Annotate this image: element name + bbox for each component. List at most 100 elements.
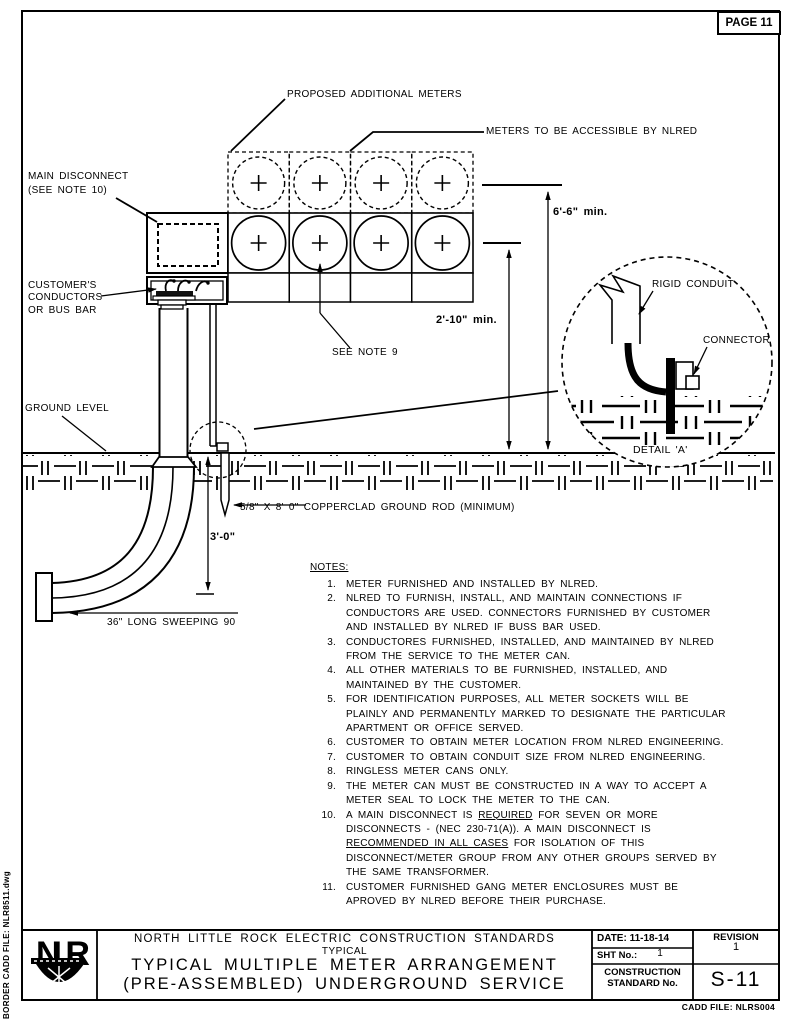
note-line: CONDUCTORES FURNISHED, INSTALLED, AND MA… bbox=[346, 636, 714, 648]
note-item: 9. THE METER CAN MUST BE CONSTRUCTED IN A… bbox=[310, 780, 775, 809]
note-line: NLRED TO FURNISH, INSTALL, AND MAINTAIN … bbox=[346, 593, 683, 605]
note-item: 3. CONDUCTORES FURNISHED, INSTALLED, AND … bbox=[310, 636, 775, 665]
meter-cross bbox=[373, 235, 390, 251]
customer-conductors-label-2: CONDUCTORS bbox=[28, 292, 103, 303]
meter-cross bbox=[311, 235, 328, 251]
detail-reference-circle bbox=[189, 421, 247, 479]
detail-a-label: DETAIL 'A' bbox=[633, 444, 688, 456]
conduit-bell bbox=[150, 456, 198, 468]
proposed-meter bbox=[231, 156, 286, 210]
titleblock-typical: TYPICAL bbox=[321, 946, 368, 957]
note-number: 11. bbox=[322, 881, 336, 893]
see-note-9-label: SEE NOTE 9 bbox=[332, 347, 398, 358]
titleblock-date: DATE: 11-18-14 bbox=[597, 933, 670, 944]
page-number-tag: PAGE 11 bbox=[717, 11, 781, 35]
main-disconnect-label: MAIN DISCONNECT bbox=[28, 171, 129, 182]
note-line: THE METER CAN MUST BE CONSTRUCTED IN A W… bbox=[346, 780, 707, 792]
note-line: CUSTOMER FURNISHED GANG METER ENCLOSURES… bbox=[346, 881, 679, 893]
meter-base-cell bbox=[349, 272, 413, 303]
notes-heading: NOTES: bbox=[310, 562, 349, 573]
leader-ground-level bbox=[61, 415, 107, 452]
customer-conductors-label: CUSTOMER'S bbox=[28, 280, 97, 291]
meter-cross bbox=[434, 175, 451, 191]
meter-cross bbox=[250, 175, 267, 191]
note-line: CONDUCTORS ARE USED. CONNECTORS FURNISHE… bbox=[346, 607, 711, 619]
note-item: 1. METER FURNISHED AND INSTALLED BY NLRED… bbox=[310, 578, 775, 592]
note-item: 7.CUSTOMER TO OBTAIN CONDUIT SIZE FROM N… bbox=[310, 751, 775, 765]
nlred-logo: NLR bbox=[31, 935, 97, 995]
notes-list: 1. METER FURNISHED AND INSTALLED BY NLRED… bbox=[310, 578, 775, 909]
leader-note9 bbox=[319, 312, 351, 349]
note-item: 10. A MAIN DISCONNECT IS REQUIRED FOR SEV… bbox=[310, 809, 775, 881]
note-line: PLAINLY AND PERMANENTLY MARKED TO DESIGN… bbox=[346, 708, 726, 720]
service-conduit bbox=[35, 308, 198, 622]
note-line: A MAIN DISCONNECT IS REQUIRED FOR SEVEN … bbox=[346, 809, 658, 821]
customer-conductors-label-3: OR BUS BAR bbox=[28, 305, 97, 316]
titleblock-standard-label-2: STANDARD No. bbox=[607, 978, 678, 989]
note-item: 8.RINGLESS METER CANS ONLY. bbox=[310, 765, 775, 779]
sweep-label: 36" LONG SWEEPING 90 bbox=[107, 617, 236, 628]
note-line: MAINTAINED BY THE CUSTOMER. bbox=[346, 679, 522, 691]
note-number: 10. bbox=[321, 809, 336, 821]
detail-rigid-conduit bbox=[597, 274, 641, 344]
titleblock-revision-label: REVISION bbox=[713, 932, 759, 943]
note-item: 2. NLRED TO FURNISH, INSTALL, AND MAINTAI… bbox=[310, 592, 775, 635]
detail-ground-wire bbox=[624, 342, 667, 396]
dimension-lines bbox=[196, 184, 562, 595]
ground-rod bbox=[220, 452, 230, 518]
sheet-border bbox=[21, 10, 780, 1001]
border-cadd-file-note: BORDER CADD FILE: NLR8511.dwg bbox=[2, 870, 11, 1019]
leader-proposed bbox=[230, 98, 286, 152]
note-line: METER FURNISHED AND INSTALLED BY NLRED. bbox=[346, 579, 599, 590]
note-line: FOR IDENTIFICATION PURPOSES, ALL METER S… bbox=[346, 694, 689, 706]
meter-base-cell bbox=[227, 272, 290, 303]
note-number: 3. bbox=[327, 636, 336, 648]
note-number: 9. bbox=[327, 780, 336, 792]
leader-main-disconnect bbox=[115, 197, 158, 223]
leader-lines bbox=[61, 98, 559, 616]
conductor-box bbox=[146, 276, 228, 310]
note-line: APARTMENT OR OFFICE SERVED. bbox=[346, 723, 524, 735]
titleblock-standard-label-1: CONSTRUCTION bbox=[604, 967, 681, 978]
titleblock-standard-value: S-11 bbox=[710, 968, 762, 991]
note-number: 2. bbox=[327, 593, 336, 605]
notes-block: NOTES: 1. METER FURNISHED AND INSTALLED B… bbox=[310, 561, 775, 909]
note-number: 1. bbox=[327, 579, 336, 590]
detail-a bbox=[561, 256, 773, 468]
note-line: APROVED BY NLRED BEFORE THEIR PURCHASE. bbox=[346, 895, 606, 907]
dim-2-10-label: 2'-10" min. bbox=[436, 314, 497, 326]
cadd-file-note: CADD FILE: NLRS004 bbox=[681, 1002, 775, 1012]
proposed-meter bbox=[354, 156, 408, 210]
meter-cross bbox=[373, 175, 390, 191]
titleblock-revision-value: 1 bbox=[732, 941, 740, 953]
detail-ground-rod bbox=[666, 358, 675, 434]
meter-cross bbox=[250, 235, 267, 251]
note-line: THE SAME TRANSFORMER. bbox=[346, 867, 490, 879]
note-line: RECOMMENDED IN ALL CASES FOR ISOLATION O… bbox=[346, 838, 645, 850]
note-number: 8. bbox=[327, 766, 336, 778]
meter-base-cell bbox=[411, 272, 474, 303]
note-item: 11. CUSTOMER FURNISHED GANG METER ENCLOSU… bbox=[310, 881, 775, 910]
note-item: 4.ALL OTHER MATERIALS TO BE FURNISHED, I… bbox=[310, 664, 775, 693]
proposed-meter bbox=[415, 156, 470, 210]
note-number: 6. bbox=[327, 737, 336, 749]
titleblock-title-2: (PRE-ASSEMBLED) UNDERGROUND SERVICE bbox=[123, 975, 566, 993]
accessible-label: METERS TO BE ACCESSIBLE BY NLRED bbox=[486, 126, 698, 137]
note-line: CUSTOMER TO OBTAIN CONDUIT SIZE FROM NLR… bbox=[346, 751, 706, 763]
main-disconnect-box bbox=[146, 212, 229, 274]
meter bbox=[230, 215, 287, 271]
note-number: 4. bbox=[327, 665, 336, 677]
note-item: 5. FOR IDENTIFICATION PURPOSES, ALL METER… bbox=[310, 693, 775, 736]
note-line: FROM THE SERVICE TO THE METER CAN. bbox=[346, 651, 571, 663]
detail-connector-nut bbox=[685, 375, 700, 390]
proposed-meter bbox=[293, 156, 347, 210]
leader-detail bbox=[253, 390, 559, 430]
note-line: CUSTOMER TO OBTAIN METER LOCATION FROM N… bbox=[346, 737, 724, 749]
note-line: DISCONNECT/METER GROUP FROM ANY OTHER GR… bbox=[346, 852, 717, 864]
note-number: 5. bbox=[327, 694, 336, 706]
leader-accessible bbox=[349, 131, 484, 152]
connector-label: CONNECTOR bbox=[703, 335, 770, 346]
titleblock-sht-value: 1 bbox=[657, 948, 663, 959]
